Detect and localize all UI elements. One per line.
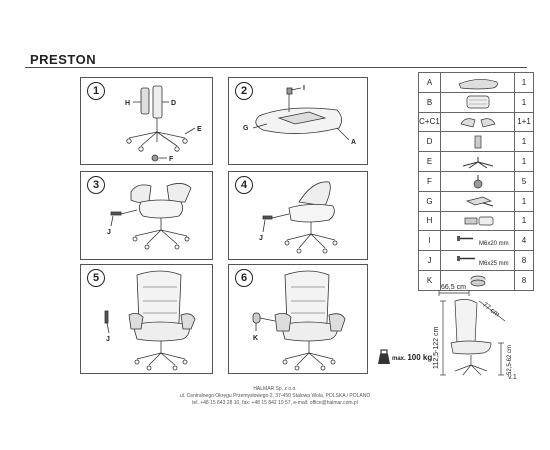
part-key: H (418, 210, 441, 232)
dim-height: 112,5-122 cm (433, 327, 440, 369)
step-3-illustration: J (107, 183, 192, 250)
footer-contact: tel. +48 15 843 28 10, fax: +48 15 842 1… (192, 400, 358, 406)
gas-lift-icon (440, 131, 515, 153)
part-qty: 1 (514, 151, 534, 172)
label-j: J (106, 336, 110, 343)
seat-cushion-icon (440, 72, 515, 93)
part-qty: 8 (514, 269, 534, 291)
table-row: G 1 (418, 190, 534, 212)
part-qty: 5 (514, 170, 534, 192)
max-load: max. 100 kg (392, 353, 433, 362)
table-row: J M6x25 mm 8 (418, 250, 534, 271)
step-5-panel: J 5 (80, 264, 213, 374)
part-qty: 1+1 (514, 111, 534, 133)
step-2-panel: I G A 2 (228, 77, 368, 165)
table-row: D 1 (418, 131, 534, 153)
table-row: C+C1 1+1 (418, 111, 534, 133)
part-key: D (418, 131, 441, 153)
table-row: K 8 (418, 269, 534, 291)
part-key: A (418, 72, 441, 93)
part-qty: 1 (514, 210, 534, 232)
part-key: G (418, 190, 441, 212)
label-f: F (169, 156, 174, 163)
dim-width: 66,5 cm (441, 284, 466, 291)
mechanism-icon (440, 190, 515, 212)
washer-icon (440, 269, 515, 291)
part-key: E (418, 151, 441, 172)
part-qty: 1 (514, 91, 534, 113)
star-base-icon (440, 151, 515, 172)
step-number: 1 (87, 82, 105, 100)
step-number: 3 (87, 176, 105, 194)
label-d: D (171, 100, 176, 107)
part-key: J (418, 250, 441, 271)
bolt-icon: M6x25 mm (440, 250, 515, 271)
label-h: H (125, 100, 130, 107)
step-6-illustration: K (252, 270, 346, 371)
part-qty: 4 (514, 230, 534, 252)
step-5-illustration: J (104, 270, 196, 371)
step-6-panel: K 6 (228, 264, 368, 374)
armrests-icon (440, 111, 515, 133)
backrest-icon (440, 91, 515, 113)
footer-company: HALMAR Sp. z o.o. (253, 386, 297, 392)
table-row: F 5 (418, 170, 534, 192)
caster-icon (440, 170, 515, 192)
step-number: 2 (235, 82, 253, 100)
label-a: A (351, 139, 356, 146)
part-qty: 1 (514, 131, 534, 153)
step-number: 6 (235, 269, 253, 287)
dim-seat: 52,5-62 cm (507, 345, 513, 375)
dimensions-drawing: 66,5 cm 77 cm 112,5-122 cm 52,5-62 cm (433, 284, 513, 376)
step-number: 4 (235, 176, 253, 194)
table-row: B 1 (418, 91, 534, 113)
part-key: C+C1 (418, 111, 441, 133)
part-key: F (418, 170, 441, 192)
step-3-panel: J 3 (80, 171, 213, 260)
part-key: B (418, 91, 441, 113)
step-number: 5 (87, 269, 105, 287)
footer-address: ul. Centralnego Okręgu Przemysłowego 2, … (179, 393, 370, 399)
version-label: v.1 (508, 374, 517, 381)
bolt-icon: M6x20 mm (440, 230, 515, 252)
bolt-size: M6x25 mm (479, 261, 509, 267)
step-1-illustration: H D E F (125, 85, 202, 163)
table-row: H 1 (418, 210, 534, 232)
parts-table: A 1 B 1 C+C1 1+1 D 1 E 1 F 5 G 1 H 1 I M… (418, 72, 534, 291)
table-row: E 1 (418, 151, 534, 172)
lift-cover-icon (440, 210, 515, 232)
title-divider (25, 67, 527, 68)
step-1-panel: H D E F 1 (80, 77, 213, 165)
label-e: E (197, 126, 202, 133)
step-4-panel: J 4 (228, 171, 368, 260)
product-title: PRESTON (30, 52, 97, 67)
part-qty: 1 (514, 190, 534, 212)
label-k: K (253, 335, 258, 342)
label-j: J (259, 235, 263, 242)
weight-icon (378, 349, 390, 364)
step-2-illustration: I G A (243, 85, 356, 146)
bolt-size: M6x20 mm (479, 241, 509, 247)
part-qty: 8 (514, 250, 534, 271)
table-row: A 1 (418, 72, 534, 93)
part-key: I (418, 230, 441, 252)
label-g: G (243, 125, 249, 132)
table-row: I M6x20 mm 4 (418, 230, 534, 252)
label-j: J (107, 229, 111, 236)
part-qty: 1 (514, 72, 534, 93)
step-4-illustration: J (259, 181, 338, 254)
dim-depth: 77 cm (481, 301, 501, 318)
label-i: I (303, 85, 305, 92)
